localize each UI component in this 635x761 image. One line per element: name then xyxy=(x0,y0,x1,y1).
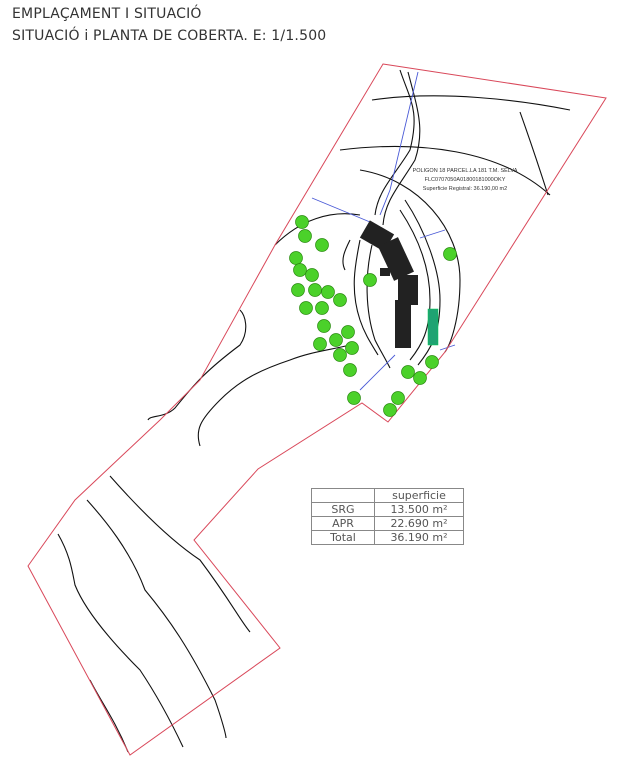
drawing-title: EMPLAÇAMENT I SITUACIÓ xyxy=(12,6,202,22)
parcel-label-line2: FLC0707050A01800181000OKY xyxy=(425,177,506,183)
area-value: 22.690 m² xyxy=(374,516,464,531)
building-block xyxy=(395,300,411,348)
contour-line xyxy=(353,239,379,356)
contour-line xyxy=(86,499,227,739)
tree-icon xyxy=(295,215,309,229)
contour-line xyxy=(382,71,421,226)
drawing-subtitle: SITUACIÓ i PLANTA DE COBERTA. E: 1/1.500 xyxy=(12,28,327,44)
tree-icon xyxy=(298,229,312,243)
contour-line xyxy=(374,69,415,216)
tree-icon xyxy=(291,283,305,297)
tree-icon xyxy=(343,363,357,377)
tree-icon xyxy=(313,337,327,351)
area-table-row: APR 22.690 m² xyxy=(311,516,464,531)
tree-icon xyxy=(363,273,377,287)
parcel-label-line3: Superficie Registral: 36.190,00 m2 xyxy=(423,186,507,192)
trees xyxy=(289,215,457,417)
tree-icon xyxy=(317,319,331,333)
tree-icon xyxy=(305,268,319,282)
contour-line xyxy=(109,475,251,633)
area-table-row: Total 36.190 m² xyxy=(311,530,464,545)
tree-icon xyxy=(383,403,397,417)
area-table-row: SRG 13.500 m² xyxy=(311,502,464,517)
tree-icon xyxy=(347,391,361,405)
contour-line xyxy=(366,244,391,369)
tree-icon xyxy=(289,251,303,265)
tree-icon xyxy=(333,348,347,362)
tree-icon xyxy=(329,333,343,347)
tree-icon xyxy=(401,365,415,379)
area-label: Total xyxy=(311,530,375,545)
parcel-label-line1: POLIGON 18 PARCEL.LA 181 T.M. SELVA xyxy=(413,168,518,174)
building-block xyxy=(380,268,390,276)
tree-icon xyxy=(425,355,439,369)
area-table: superficie SRG 13.500 m² APR 22.690 m² T… xyxy=(311,488,464,545)
contour-line xyxy=(519,111,549,196)
area-label: APR xyxy=(311,516,375,531)
parcel-boundary xyxy=(27,63,607,756)
contour-line xyxy=(147,309,247,421)
area-table-header-row: superficie xyxy=(311,488,464,503)
buildings xyxy=(359,220,418,348)
tree-icon xyxy=(443,247,457,261)
tree-icon xyxy=(315,238,329,252)
tree-icon xyxy=(341,325,355,339)
area-value: 36.190 m² xyxy=(374,530,464,545)
parcel-label: POLIGON 18 PARCEL.LA 181 T.M. SELVA FLC0… xyxy=(413,168,518,192)
contour-line xyxy=(404,199,441,366)
setback-line xyxy=(311,197,371,223)
contour-line xyxy=(359,169,461,353)
contour-line xyxy=(342,239,351,271)
tree-icon xyxy=(308,283,322,297)
contour-line xyxy=(399,209,431,361)
setback-line xyxy=(379,71,419,216)
tree-icon xyxy=(345,341,359,355)
setback-lines xyxy=(311,71,456,391)
swimming-pool xyxy=(427,308,439,346)
area-table-header: superficie xyxy=(374,488,464,503)
tree-icon xyxy=(391,391,405,405)
building-block xyxy=(398,275,418,305)
building-block xyxy=(378,237,414,281)
contour-lines xyxy=(57,69,571,753)
setback-line xyxy=(419,229,446,239)
tree-icon xyxy=(293,263,307,277)
tree-icon xyxy=(333,293,347,307)
tree-icon xyxy=(299,301,313,315)
setback-line xyxy=(359,354,396,391)
area-label: SRG xyxy=(311,502,375,517)
contour-line xyxy=(197,344,351,447)
contour-line xyxy=(339,145,551,196)
contour-line xyxy=(57,533,184,748)
tree-icon xyxy=(321,285,335,299)
area-value: 13.500 m² xyxy=(374,502,464,517)
contour-line xyxy=(371,95,571,111)
tree-icon xyxy=(413,371,427,385)
tree-icon xyxy=(315,301,329,315)
